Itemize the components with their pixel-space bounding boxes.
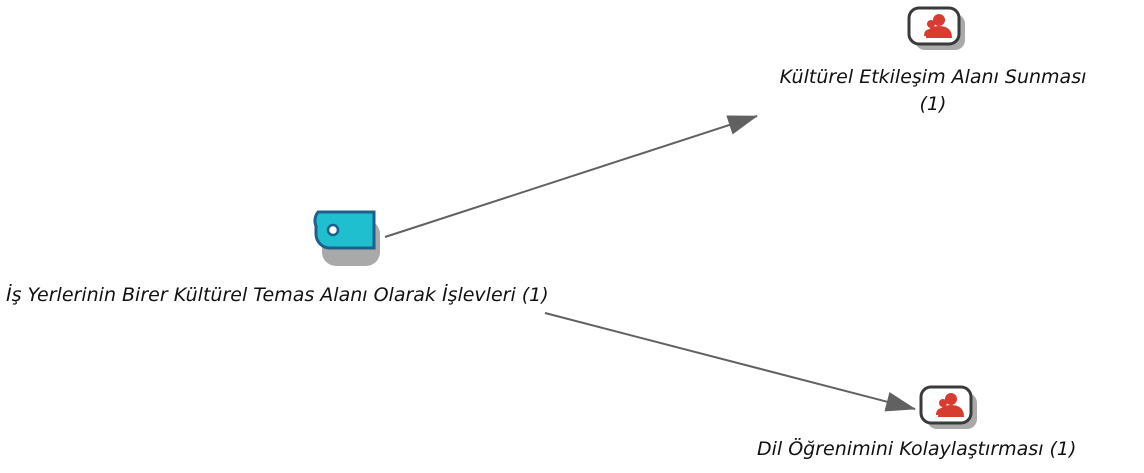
code-tag-icon[interactable]: [313, 210, 380, 266]
node-label-top-line1: Kültürel Etkileşim Alanı Sunması: [779, 66, 1087, 88]
node-label-top[interactable]: Kültürel Etkileşim Alanı Sunması (1): [748, 64, 1118, 118]
user-memo-icon[interactable]: [907, 6, 965, 50]
node-label-main-text: İş Yerlerinin Birer Kültürel Temas Alanı…: [6, 284, 549, 306]
node-label-bottom[interactable]: Dil Öğrenimini Kolaylaştırması (1): [757, 436, 1076, 463]
node-label-bottom-text: Dil Öğrenimini Kolaylaştırması (1): [757, 438, 1077, 460]
node-label-top-line2: (1): [919, 93, 947, 115]
edge-main-to-bottom: [544, 312, 916, 412]
edge-main-to-top: [384, 115, 758, 238]
node-label-main[interactable]: İş Yerlerinin Birer Kültürel Temas Alanı…: [6, 282, 549, 309]
user-memo-icon[interactable]: [919, 385, 977, 429]
